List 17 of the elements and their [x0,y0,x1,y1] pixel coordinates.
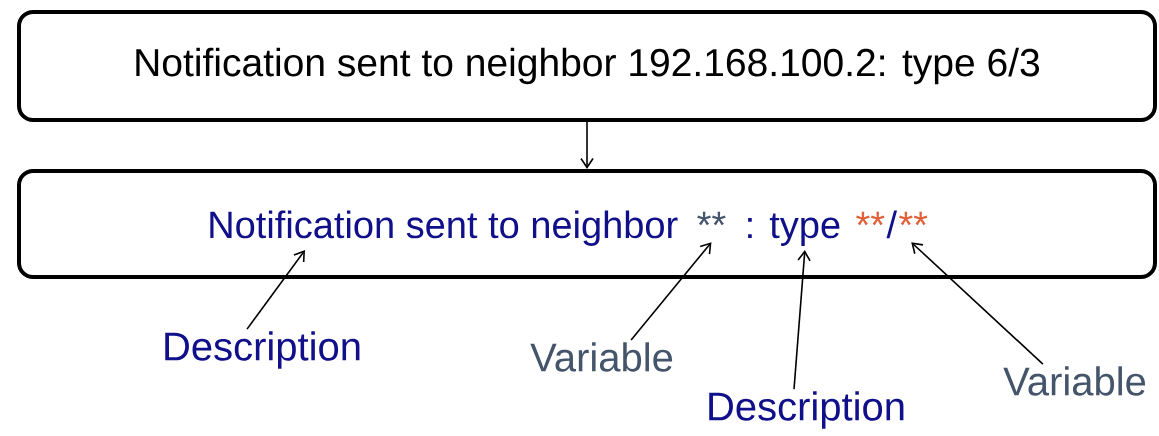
template-text: : type [748,213,840,246]
callout-label: Variable [1003,366,1146,396]
message-box: Notification sent to neighbor 192.168.100.2: type 6/3 [17,10,1157,122]
arrow [793,250,811,390]
arrow [630,242,712,341]
template-box [17,169,1157,279]
callout-label: Description [709,391,904,429]
callout-label: Description [165,331,360,369]
arrow [580,121,594,169]
template-text: ** [856,211,885,226]
template-text: ** [899,211,928,226]
callout-label: Variable [530,342,673,372]
template-text: Notification sent to neighbor [210,210,678,246]
arrow [911,242,1044,365]
arrow [246,250,305,330]
template-text: ** [697,211,726,226]
template-text: / [886,210,898,239]
